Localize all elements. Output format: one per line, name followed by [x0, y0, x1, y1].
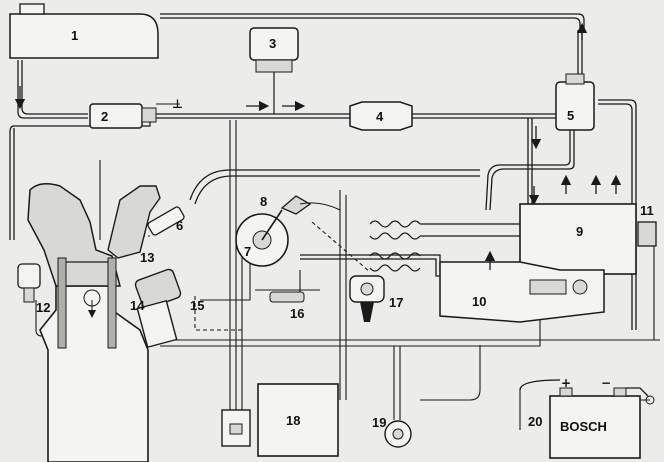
label-9: 9: [576, 224, 583, 239]
fuel-tank: [9, 3, 159, 59]
label-19: 19: [372, 415, 386, 430]
label-6: 6: [176, 218, 183, 233]
fuel-pump: [89, 103, 180, 129]
label-10: 10: [472, 294, 486, 309]
electronic-control-unit: [257, 383, 339, 457]
label-14: 14: [130, 298, 145, 313]
pressure-regulator: [555, 73, 595, 131]
fuel-accumulator: [249, 27, 299, 114]
airflow-meter: [235, 209, 289, 267]
label-4: 4: [376, 109, 384, 124]
distributor: [134, 268, 182, 349]
fuel-filter: [349, 101, 413, 131]
thermo-time-switch: [269, 291, 305, 303]
label-7: 7: [244, 244, 251, 259]
battery: [519, 379, 655, 459]
label-16: 16: [290, 306, 304, 321]
intake-manifold: [107, 185, 161, 259]
label-5: 5: [567, 108, 574, 123]
cold-start-sensor: [17, 263, 41, 303]
label-3: 3: [269, 36, 276, 51]
component-labels: 1 2 3 4 5 6 7 8 9 10 11 12 13 14 15 16 1…: [36, 28, 654, 434]
ignition-switch: [384, 420, 412, 448]
fuel-injector: [147, 206, 185, 236]
battery-brand: BOSCH: [560, 419, 607, 434]
label-8: 8: [260, 194, 267, 209]
label-1: 1: [71, 28, 78, 43]
label-20: 20: [528, 414, 542, 429]
label-13: 13: [140, 250, 154, 265]
temperature-sensor: [280, 195, 341, 215]
relay: [221, 409, 251, 447]
label-15: 15: [190, 298, 204, 313]
flow-arrows: [14, 22, 622, 270]
label-17: 17: [389, 295, 403, 310]
throttle-switch: [349, 275, 385, 322]
engine-block: [27, 183, 149, 462]
battery-positive-label: +: [561, 376, 571, 390]
throttle-body: [439, 261, 605, 323]
label-12: 12: [36, 300, 50, 315]
battery-negative-label: −: [601, 376, 611, 390]
ground-symbol: ⊥: [172, 97, 183, 111]
control-unit-connector: [637, 221, 657, 247]
control-unit: [519, 203, 637, 275]
label-11: 11: [640, 203, 654, 218]
intake-bellows: [369, 220, 520, 272]
label-2: 2: [101, 109, 108, 124]
label-18: 18: [286, 413, 300, 428]
